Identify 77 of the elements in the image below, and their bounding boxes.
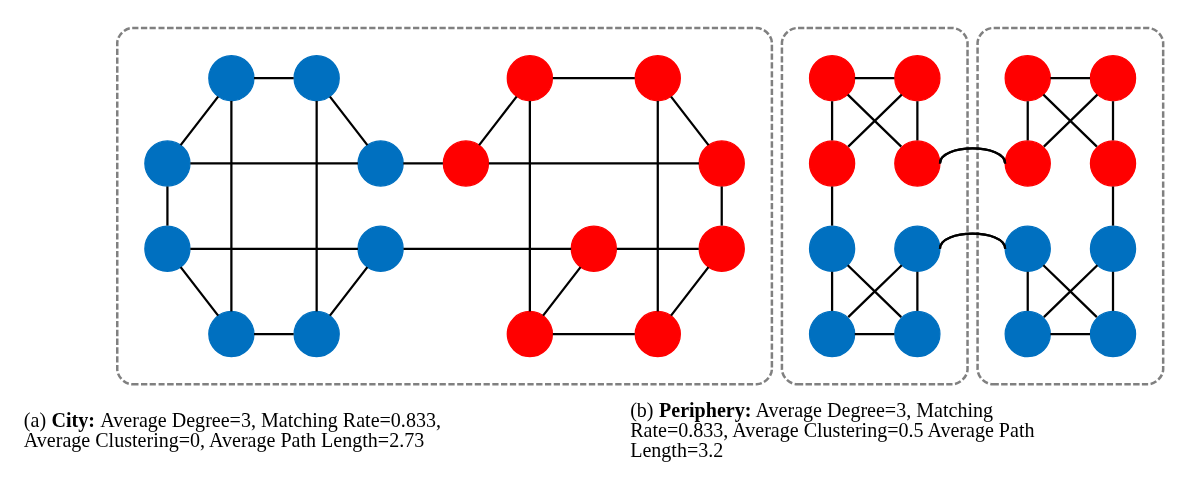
label: (a) City: Average Degree=3, Matching Rate=0.833, Average Clustering=0, Average Path Length=2.73 bbox=[23, 408, 441, 451]
node-circle bbox=[1004, 310, 1051, 357]
connector bbox=[552, 332, 635, 335]
node-circle bbox=[894, 139, 941, 187]
connector bbox=[1111, 186, 1115, 226]
label: (b) Periphery: Average Degree=3, Matching Rate=0.833, Average Clustering=0.5 Average Path Length=3.2 bbox=[630, 398, 1035, 461]
node-circle bbox=[808, 225, 856, 272]
connector bbox=[528, 100, 531, 311]
connector bbox=[190, 161, 358, 165]
connector bbox=[315, 100, 318, 311]
connector bbox=[254, 76, 294, 79]
connector bbox=[830, 271, 834, 311]
connector bbox=[670, 95, 710, 146]
node-circle bbox=[1004, 225, 1051, 272]
node-circle bbox=[357, 225, 404, 272]
connector bbox=[478, 95, 518, 146]
connector bbox=[854, 76, 895, 79]
node-circle bbox=[1089, 54, 1137, 101]
connector bbox=[854, 332, 895, 335]
cluster bbox=[780, 26, 969, 385]
node-circle bbox=[698, 225, 745, 272]
node-circle bbox=[357, 139, 404, 187]
connector bbox=[938, 146, 1007, 164]
connector bbox=[916, 271, 919, 311]
node-circle bbox=[1089, 225, 1137, 272]
cluster bbox=[116, 26, 774, 385]
connector bbox=[552, 76, 635, 79]
connector bbox=[166, 186, 169, 226]
connector bbox=[542, 266, 582, 316]
node-circle bbox=[144, 225, 191, 272]
node-circle bbox=[698, 139, 745, 187]
connector bbox=[1111, 271, 1115, 311]
connector bbox=[916, 100, 919, 140]
connector bbox=[1050, 332, 1090, 335]
connector bbox=[830, 100, 834, 140]
connector bbox=[938, 232, 1007, 249]
connector bbox=[1111, 100, 1115, 140]
node-circle bbox=[634, 54, 681, 101]
node-circle bbox=[808, 139, 856, 187]
connector bbox=[179, 95, 219, 146]
node-circle bbox=[894, 310, 941, 357]
connector bbox=[190, 247, 358, 250]
node-circle bbox=[1089, 310, 1137, 357]
connector bbox=[254, 332, 294, 335]
node-circle bbox=[506, 54, 554, 101]
node-circle bbox=[1004, 54, 1051, 101]
connector bbox=[830, 186, 834, 226]
node-circle bbox=[293, 310, 340, 357]
connector bbox=[720, 186, 723, 226]
node-circle bbox=[894, 225, 941, 272]
connector bbox=[670, 266, 710, 316]
node-circle bbox=[144, 139, 191, 187]
connector bbox=[403, 247, 572, 250]
node-circle bbox=[293, 54, 340, 101]
cluster bbox=[976, 26, 1165, 385]
node-circle bbox=[808, 310, 856, 357]
node-circle bbox=[208, 310, 255, 357]
node-circle bbox=[808, 54, 856, 101]
connector bbox=[179, 266, 220, 316]
connector bbox=[1026, 271, 1029, 311]
connector bbox=[1050, 76, 1090, 79]
node-circle bbox=[570, 225, 617, 272]
connector bbox=[329, 95, 369, 146]
connector bbox=[488, 161, 699, 165]
connector bbox=[329, 266, 369, 316]
connector bbox=[230, 100, 233, 311]
node-circle bbox=[1089, 139, 1137, 187]
connector bbox=[616, 247, 699, 250]
node-circle bbox=[506, 310, 554, 357]
node-circle bbox=[634, 310, 681, 357]
node-circle bbox=[894, 54, 941, 101]
connector bbox=[1026, 100, 1029, 140]
node-circle bbox=[442, 139, 490, 187]
node-circle bbox=[208, 54, 255, 101]
node-circle bbox=[1004, 139, 1051, 187]
connector bbox=[403, 161, 443, 165]
connector bbox=[656, 100, 659, 311]
